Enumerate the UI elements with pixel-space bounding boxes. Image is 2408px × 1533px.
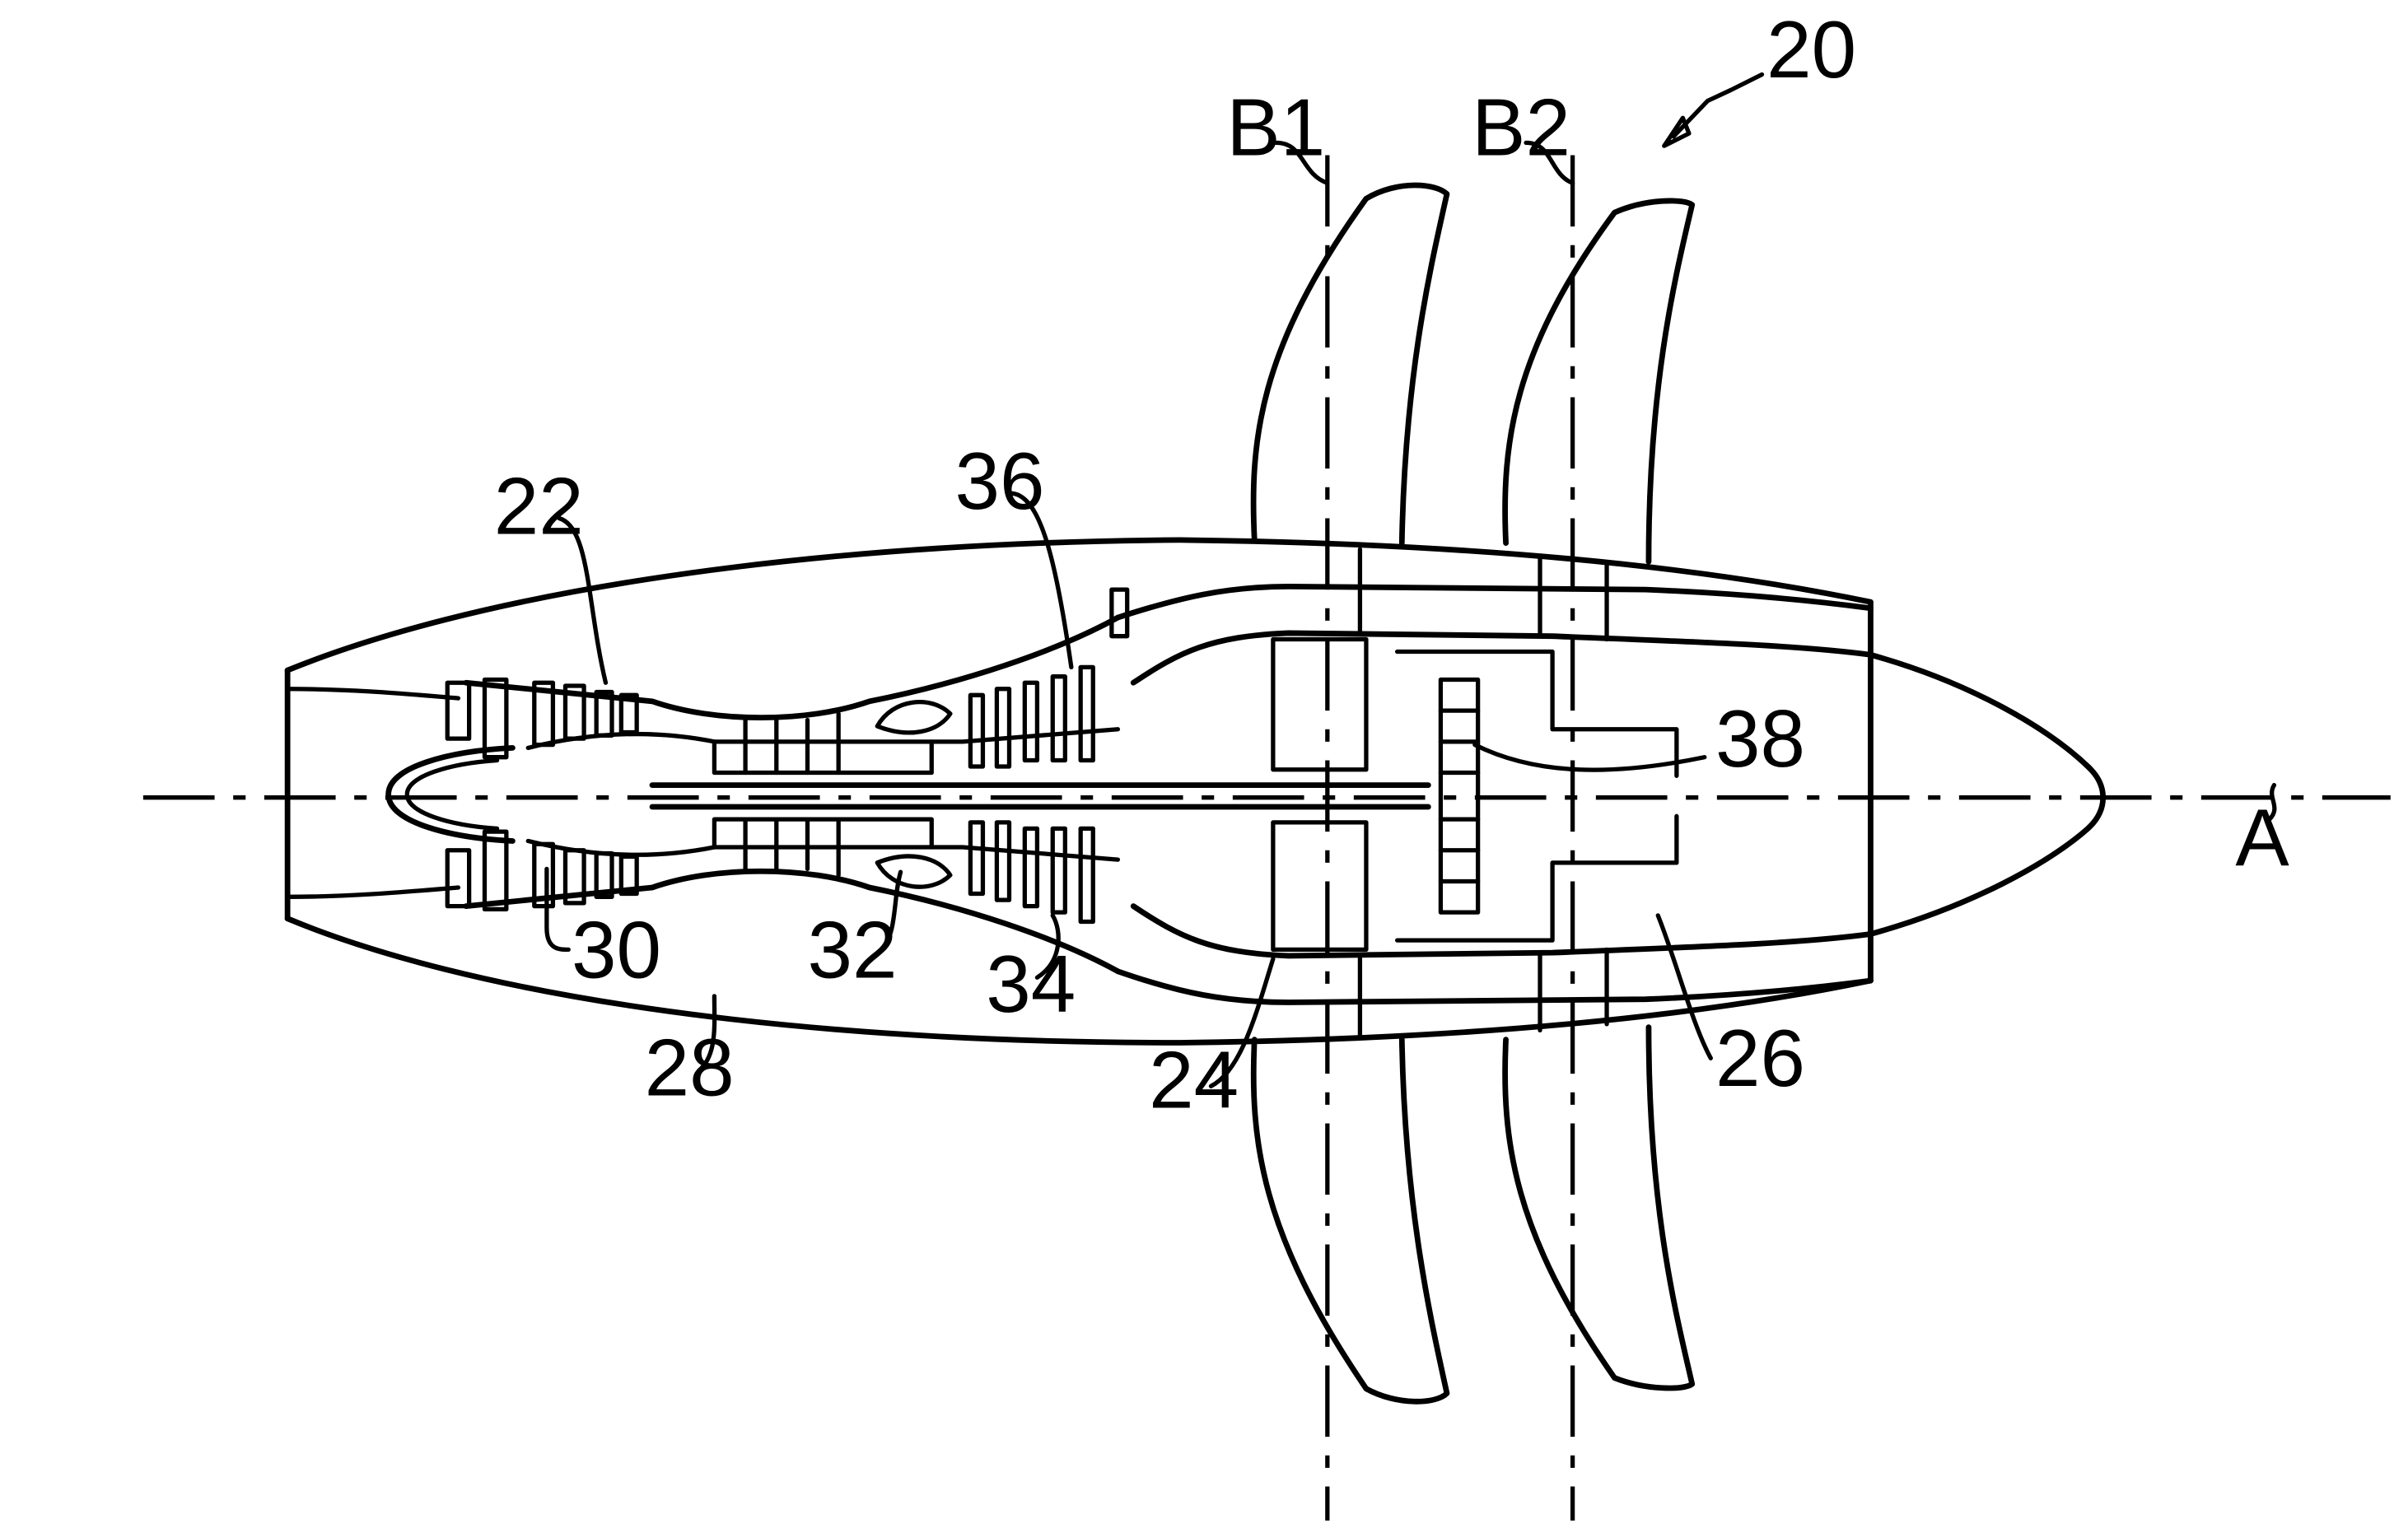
turb-l2 (994, 820, 1012, 902)
comp-blade-l5 (594, 850, 614, 899)
propeller-blades (1250, 182, 1696, 1405)
leader-38 (1472, 742, 1707, 772)
label-22: 22 (494, 460, 584, 551)
leader-20-arrow (1662, 115, 1692, 148)
leader-28 (696, 994, 717, 1074)
gearbox-carrier-upper (1394, 649, 1679, 778)
leader-b1 (1273, 140, 1330, 186)
turb-u3 (1022, 680, 1040, 763)
inlet-upper-lip (285, 687, 461, 701)
turb-l4 (1050, 826, 1067, 915)
tail-cone (1868, 651, 2107, 937)
label-20: 20 (1766, 4, 1856, 95)
leader-22 (557, 515, 609, 685)
core-inner-lower (525, 838, 1121, 862)
blade-b2-upper (1502, 198, 1696, 565)
label-34: 34 (986, 939, 1076, 1029)
leader-32 (880, 869, 903, 953)
gearbox-body (1438, 677, 1481, 915)
hub-inner-upper (1130, 630, 1874, 686)
label-a: A (2235, 793, 2289, 883)
comp-blade-l1 (445, 848, 472, 909)
blade-b2-lower (1502, 1024, 1696, 1391)
rotor-hub (1115, 547, 1874, 1039)
turb-l1 (968, 820, 986, 897)
hub-inner-lower (1130, 903, 1874, 959)
blade-b1-lower (1250, 1037, 1450, 1405)
combustor (875, 700, 953, 889)
hub-outer-upper (1115, 583, 1874, 621)
leader-20 (1671, 72, 1765, 139)
core-inner-upper (525, 727, 1121, 751)
hub-outer-lower (1115, 968, 1874, 1005)
comp-blade-u5 (594, 689, 614, 738)
nacelle-lower-surface (284, 916, 1874, 1046)
comp-blade-u1 (445, 680, 472, 741)
label-26: 26 (1715, 1013, 1805, 1103)
comp-blade-u6 (618, 692, 639, 735)
nacelle (284, 537, 1874, 1046)
fan-disk-front-lower (1271, 820, 1369, 953)
leader-lines (544, 72, 2277, 1088)
power-turbine-post (1109, 587, 1130, 639)
turb-u4 (1050, 674, 1067, 763)
comp-blade-l6 (618, 854, 639, 897)
compressor-stages (445, 677, 639, 912)
comp-blade-u4 (562, 683, 586, 741)
turb-u2 (994, 687, 1012, 769)
core-outer-lower (463, 868, 1121, 975)
axis-lines (142, 155, 2391, 1521)
leader-34 (1034, 913, 1061, 980)
leader-b2 (1524, 140, 1575, 186)
leader-a (2267, 782, 2277, 822)
gearbox-carrier-lower (1394, 813, 1679, 943)
label-b2: B2 (1472, 82, 1570, 172)
label-36: 36 (955, 436, 1045, 526)
comp-blade-u2 (482, 677, 509, 760)
inlet-spinner-inner (404, 757, 500, 832)
combustor-upper (875, 700, 953, 735)
label-24: 24 (1149, 1035, 1239, 1125)
blade-b1-upper (1250, 182, 1450, 547)
turb-l5 (1078, 826, 1095, 925)
core-engine (385, 614, 1431, 975)
leader-24 (1208, 957, 1276, 1088)
core-outer-upper (463, 614, 1121, 720)
inlet-spinner (385, 744, 516, 844)
label-32: 32 (807, 904, 897, 995)
turb-u5 (1078, 664, 1095, 763)
inlet-lower-lip (285, 885, 461, 899)
leader-36 (1010, 491, 1074, 670)
label-38: 38 (1715, 693, 1805, 784)
leader-26 (1655, 913, 1713, 1060)
label-b1: B1 (1226, 82, 1325, 172)
nacelle-upper-surface (284, 537, 1874, 673)
label-30: 30 (572, 904, 661, 995)
turb-u1 (968, 692, 986, 769)
turbine-stages (968, 587, 1130, 925)
comp-blade-u3 (532, 680, 556, 748)
comp-blade-l3 (532, 841, 556, 909)
comp-blade-l4 (562, 848, 586, 906)
fan-disk-front-upper (1271, 636, 1369, 772)
comp-blade-l2 (482, 829, 509, 912)
hp-compressor (712, 711, 934, 878)
leader-30 (544, 866, 571, 953)
hpc-drum-upper (712, 739, 934, 776)
gearbox (1271, 636, 1679, 953)
label-28: 28 (645, 1023, 735, 1113)
reference-labels: 20 B1 B2 22 36 38 A 30 32 34 28 24 26 (494, 4, 2290, 1125)
hpc-drum-lower (712, 817, 934, 850)
turb-l3 (1022, 826, 1040, 909)
combustor-lower (875, 854, 953, 889)
